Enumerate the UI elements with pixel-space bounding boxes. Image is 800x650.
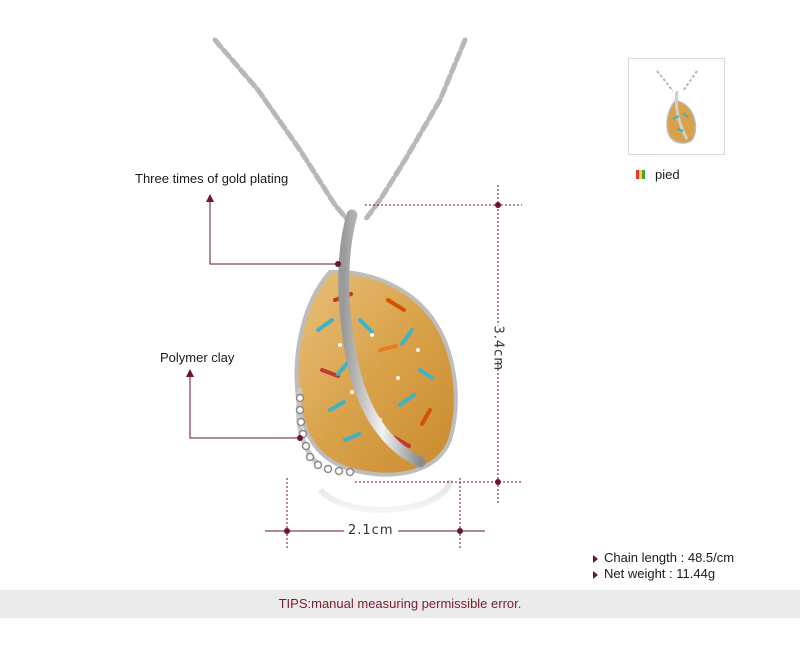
- multicolor-swatch-icon: [636, 170, 645, 179]
- triangle-bullet-icon: [593, 570, 598, 579]
- variant-thumbnail[interactable]: [628, 58, 725, 155]
- arrow-up-icon: [186, 369, 194, 377]
- pendant: [294, 209, 458, 477]
- width-dimension-label: 2.1cm: [344, 523, 398, 538]
- callout-dot: [297, 435, 303, 441]
- callout-dot: [335, 261, 341, 267]
- spec-net-weight-text: Net weight : 11.44g: [604, 566, 716, 581]
- pendant-thumbnail-image: [656, 70, 698, 144]
- arrow-up-icon: [206, 194, 214, 202]
- callout-leaders: [189, 200, 338, 439]
- pendant-reflection: [290, 478, 470, 528]
- tips-bar: [0, 590, 800, 618]
- height-dimension-label: 3.4cm: [490, 325, 506, 371]
- variant-option-pied[interactable]: pied: [636, 167, 680, 182]
- callout-polymer-clay: Polymer clay: [160, 350, 235, 365]
- spec-chain-length-text: Chain length : 48.5/cm: [604, 550, 735, 565]
- callout-gold-plating: Three times of gold plating: [135, 171, 289, 186]
- tips-text: TIPS:manual measuring permissible error.: [278, 596, 522, 611]
- variant-label: pied: [655, 167, 680, 182]
- spec-net-weight: Net weight : 11.44g: [593, 566, 715, 581]
- spec-chain-length: Chain length : 48.5/cm: [593, 550, 734, 565]
- chain: [212, 37, 468, 228]
- triangle-bullet-icon: [593, 554, 598, 563]
